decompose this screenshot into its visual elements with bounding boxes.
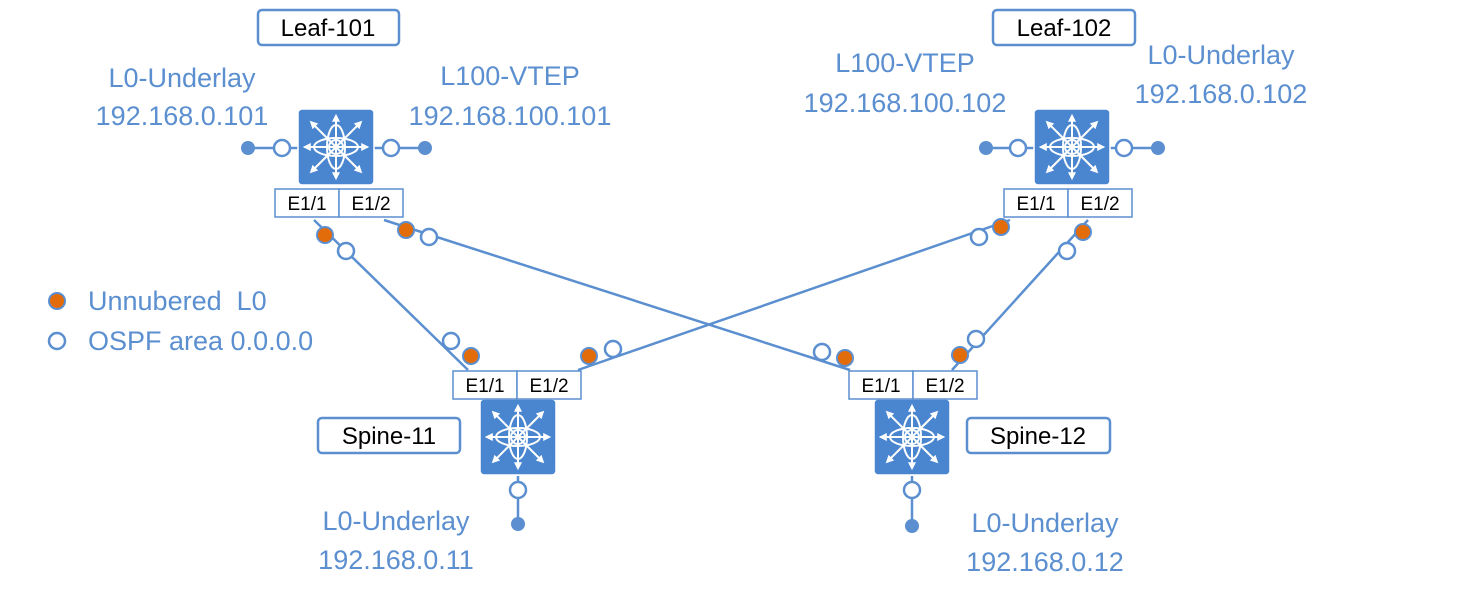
open-circle-icon [969,227,989,247]
leaf102-l0-label: L0-Underlay 192.168.0.102 [1135,40,1308,109]
switch-icon [874,399,950,475]
open-circle-icon [381,138,401,158]
open-circle-icon [902,480,922,500]
loopback-endpoint-icon [905,519,919,533]
loopback-ip: 192.168.0.12 [966,547,1124,577]
loopback-name: L0-Underlay [1147,40,1295,70]
orange-dot-icon [462,347,480,365]
loopback-ip: 192.168.100.101 [409,101,612,131]
switch-icon [480,399,556,475]
open-circle-icon [441,331,461,351]
spine12-name-box: Spine-12 [965,416,1112,455]
orange-dot-icon [951,346,969,364]
switch-icon [1034,109,1110,185]
leaf101-l100-label: L100-VTEP 192.168.100.101 [409,61,612,131]
loopback-name: L100-VTEP [440,61,580,91]
spine12-ports: E1/1 E1/2 [848,370,978,400]
loopback-endpoint-icon [979,141,993,155]
link-leaf101-e12-spine12-e11 [383,218,851,372]
orange-dot-icon [316,226,334,244]
link-leaf102-e11-spine11-e12 [577,218,1011,372]
orange-dot-icon [48,292,66,310]
open-circle-icon [1008,138,1028,158]
loopback-markers [241,138,1165,533]
loopback-name: L0-Underlay [108,63,256,93]
leaf101-l0-label: L0-Underlay 192.168.0.101 [96,63,269,131]
open-circle-icon [603,339,623,359]
interface-markers [316,218,1092,367]
port-label: E1/1 [287,194,326,215]
port-label: E1/2 [1080,194,1119,215]
device-name: Leaf-102 [1017,15,1112,42]
port-label: E1/2 [925,376,964,397]
leaf102-l100-label: L100-VTEP 192.168.100.102 [804,48,1007,118]
device-name: Spine-12 [990,423,1086,450]
open-circle-icon [812,342,832,362]
loopback-ip: 192.168.0.101 [96,101,269,131]
loopback-endpoint-icon [1151,141,1165,155]
loopback-name: L100-VTEP [835,48,975,78]
switch-icon [298,109,374,185]
legend: Unnubered L0 OSPF area 0.0.0.0 [47,286,313,356]
open-circle-icon [1114,138,1134,158]
spine11-name-box: Spine-11 [316,416,462,455]
loopback-ip: 192.168.100.102 [804,88,1007,118]
orange-dot-icon [1074,223,1092,241]
orange-dot-icon [580,347,598,365]
loopback-endpoint-icon [241,141,255,155]
loopback-endpoint-icon [511,517,525,531]
open-circle-icon [47,331,67,351]
legend-item-unnumbered: Unnubered L0 [88,286,267,316]
orange-dot-icon [992,218,1010,236]
open-circle-icon [1057,241,1077,261]
loopback-name: L0-Underlay [971,508,1119,538]
leaf102-name-box: Leaf-102 [991,8,1137,47]
open-circle-icon [508,480,528,500]
port-label: E1/2 [351,194,390,215]
spine11-ports: E1/1 E1/2 [452,370,582,400]
open-circle-icon [419,227,439,247]
port-label: E1/2 [529,376,568,397]
open-circle-icon [272,138,292,158]
orange-dot-icon [836,349,854,367]
legend-item-ospf: OSPF area 0.0.0.0 [88,326,313,356]
port-label: E1/1 [1016,194,1055,215]
loopback-ip: 192.168.0.11 [318,545,474,575]
orange-dot-icon [397,221,415,239]
device-name: Spine-11 [342,423,436,450]
port-label: E1/1 [465,376,504,397]
loopback-name: L0-Underlay [322,506,470,536]
spine11-l0-label: L0-Underlay 192.168.0.11 [318,506,474,575]
device-name: Leaf-101 [281,15,376,42]
leaf101-ports: E1/1 E1/2 [274,188,404,218]
spine12-l0-label: L0-Underlay 192.168.0.12 [966,508,1124,577]
leaf101-name-box: Leaf-101 [256,8,401,47]
open-circle-icon [966,329,986,349]
loopback-endpoint-icon [418,141,432,155]
open-circle-icon [336,241,356,261]
leaf102-ports: E1/1 E1/2 [1003,188,1133,218]
port-label: E1/1 [861,376,900,397]
loopback-ip: 192.168.0.102 [1135,79,1308,109]
